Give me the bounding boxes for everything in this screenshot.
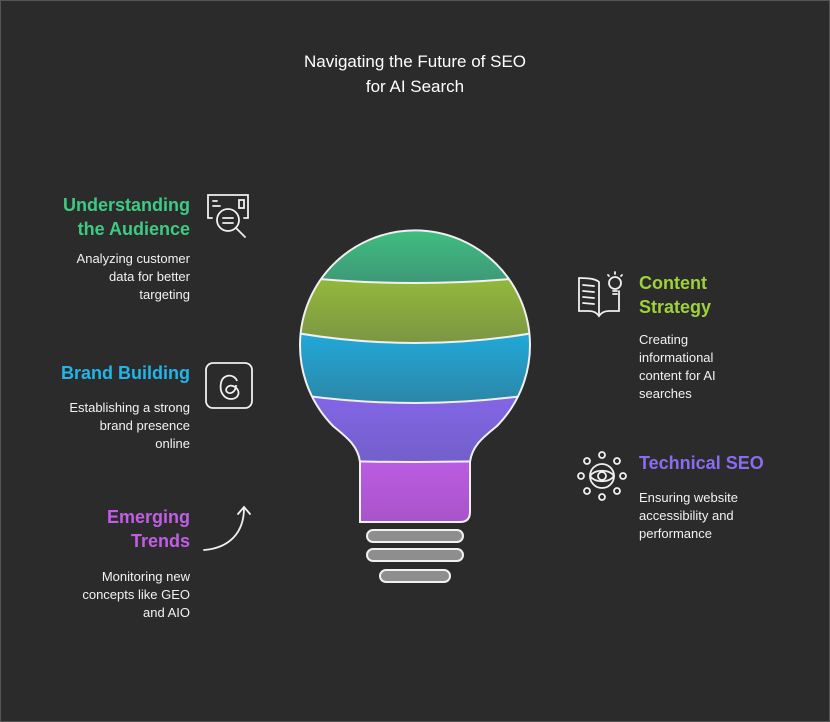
item-heading: Strategy — [639, 297, 712, 317]
item-desc: concepts like GEO — [82, 587, 190, 602]
bulb-band-trends — [300, 459, 530, 522]
item-desc: data for better — [109, 269, 190, 284]
item-heading: the Audience — [77, 219, 190, 239]
item-desc: Creating — [639, 332, 689, 347]
item-desc: Monitoring new — [101, 569, 190, 584]
item-technical-seo: Technical SEO Ensuring website accessibil… — [639, 451, 819, 543]
item-desc: Ensuring website — [639, 490, 738, 505]
threads-brand-icon — [205, 362, 253, 409]
item-desc: online — [155, 436, 190, 451]
item-desc: accessibility and — [639, 508, 734, 523]
item-desc: searches — [639, 386, 692, 401]
item-heading: Brand Building — [61, 363, 190, 383]
curved-arrow-icon — [203, 505, 251, 551]
item-desc: and AIO — [143, 605, 190, 620]
eye-network-icon — [577, 451, 627, 501]
audience-search-icon — [207, 194, 249, 238]
item-heading: Understanding — [62, 195, 190, 215]
item-desc: content for AI — [639, 368, 716, 383]
bulb-base — [366, 529, 464, 583]
item-desc: Establishing a strong — [69, 400, 190, 415]
item-heading: Emerging — [106, 507, 190, 527]
diagram-title: Navigating the Future of SEO for AI Sear… — [215, 49, 615, 99]
item-desc: performance — [639, 526, 712, 541]
item-desc: targeting — [139, 287, 190, 302]
bulb-band-brand — [300, 330, 530, 403]
item-heading: Content — [639, 273, 707, 293]
book-lightbulb-icon — [578, 271, 623, 318]
title-line-2: for AI Search — [365, 77, 465, 96]
item-heading: Trends — [130, 531, 190, 551]
item-desc: brand presence — [99, 418, 190, 433]
item-desc: Analyzing customer — [76, 251, 190, 266]
item-desc: informational — [639, 350, 714, 365]
bulb-band-content — [300, 275, 530, 343]
title-line-1: Navigating the Future of SEO — [303, 52, 527, 71]
item-brand-building: Brand Building Establishing a strong bran… — [10, 361, 190, 453]
item-understanding-audience: Understanding the Audience Analyzing cust… — [10, 193, 190, 304]
item-heading: Technical SEO — [639, 453, 764, 473]
